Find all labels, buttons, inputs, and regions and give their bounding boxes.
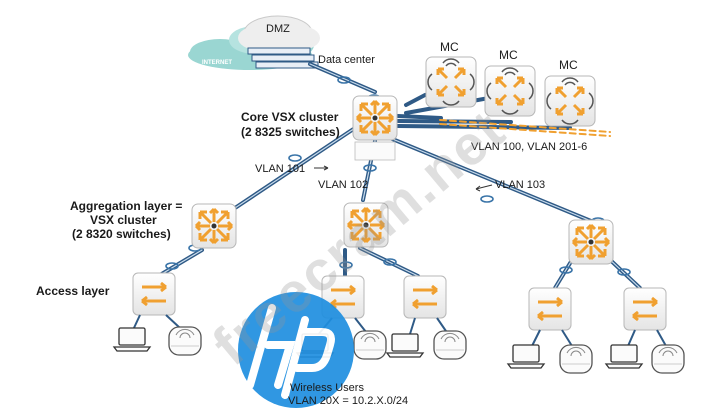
mc-appliance-icon-1: [424, 55, 478, 109]
access-point-icon-4: [559, 344, 593, 374]
vlan-102-label: VLAN 102: [318, 179, 369, 191]
laptop-icon-1: [113, 327, 151, 352]
wireless-vlan-label: VLAN 20X = 10.2.X.0/24: [288, 395, 409, 407]
mc-label-1: MC: [440, 40, 459, 54]
laptop-icon-4: [507, 344, 545, 369]
core-switch-icon: [351, 94, 399, 161]
core-cluster-subtitle: (2 8325 switches): [241, 125, 340, 139]
vlan-101-label: VLAN 101: [255, 163, 306, 175]
aggregation-label-line1: Aggregation layer =: [70, 199, 183, 213]
laptop-icon-3: [386, 333, 424, 358]
wireless-users-label: Wireless Users: [290, 382, 364, 394]
aggregation-label-line3: (2 8320 switches): [72, 227, 171, 241]
internet-label: INTERNET: [202, 60, 232, 66]
mc-label-2: MC: [499, 48, 518, 62]
mc-label-3: MC: [559, 58, 578, 72]
aggregation-label-line2: VSX cluster: [90, 213, 157, 227]
access-switch-icon-1: [131, 271, 177, 317]
mc-appliance-icon-2: [483, 64, 537, 118]
access-point-icon-3: [433, 330, 467, 360]
access-point-icon-5: [651, 344, 685, 374]
dmz-label: DMZ: [266, 23, 290, 35]
aggregation-switch-icon-right: [567, 218, 615, 266]
access-switch-icon-3: [402, 274, 448, 320]
aggregation-switch-icon-left: [190, 202, 238, 250]
access-switch-icon-5: [622, 286, 668, 332]
core-cluster-title: Core VSX cluster: [241, 110, 339, 124]
access-point-icon-2: [353, 330, 387, 360]
dmz-cloud: [238, 15, 320, 51]
vlan-103-label: VLAN 103: [495, 179, 546, 191]
access-point-icon-1: [168, 326, 202, 356]
vlan-100-label: VLAN 100, VLAN 201-6: [471, 141, 588, 153]
links: [158, 62, 642, 290]
data-center-label: Data center: [318, 54, 375, 66]
hp-logo-watermark: [238, 292, 354, 408]
mc-appliance-icon-3: [543, 74, 597, 128]
access-layer-label: Access layer: [36, 284, 110, 298]
access-switch-icon-4: [527, 286, 573, 332]
laptop-icon-5: [605, 344, 643, 369]
data-center-switches: [247, 47, 319, 69]
